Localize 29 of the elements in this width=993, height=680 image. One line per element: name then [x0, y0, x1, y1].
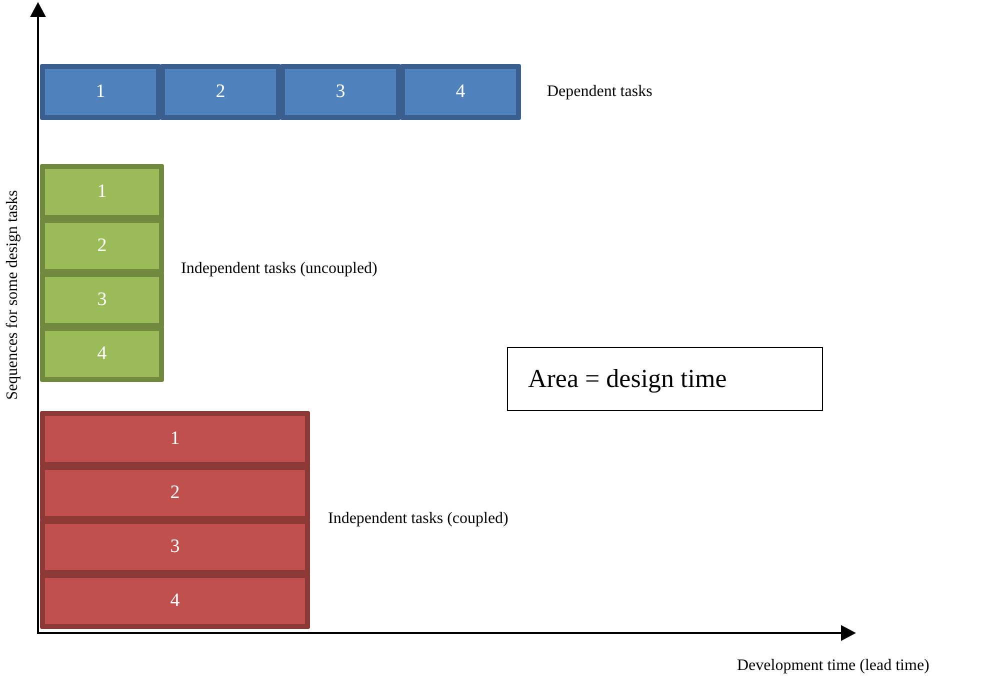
task-block — [40, 465, 310, 521]
task-block — [40, 411, 310, 467]
task-block — [40, 164, 164, 220]
task-block — [40, 272, 164, 328]
task-block — [40, 573, 310, 629]
task-number: 4 — [97, 343, 107, 365]
task-block — [400, 64, 521, 120]
note-box — [507, 347, 823, 411]
axis-label: Sequences for some design tasks — [4, 190, 22, 400]
task-number: 4 — [170, 590, 180, 612]
task-number: 1 — [170, 428, 180, 450]
task-block — [40, 519, 310, 575]
task-number: 1 — [97, 181, 107, 203]
task-number: 1 — [96, 81, 106, 103]
task-number: 2 — [216, 81, 226, 103]
task-number: 2 — [97, 235, 107, 257]
group-label: Dependent tasks — [547, 83, 652, 101]
task-number: 4 — [456, 81, 466, 103]
task-number: 3 — [170, 536, 180, 558]
group-label: Independent tasks (uncoupled) — [181, 260, 378, 278]
task-block — [40, 218, 164, 274]
group-label: Independent tasks (coupled) — [328, 510, 508, 528]
axis-label: Development time (lead time) — [737, 657, 930, 675]
task-block — [40, 64, 161, 120]
task-number: 2 — [170, 482, 180, 504]
task-number: 3 — [336, 81, 346, 103]
note-text: Area = design time — [528, 364, 727, 394]
task-number: 3 — [97, 289, 107, 311]
task-block — [40, 326, 164, 382]
